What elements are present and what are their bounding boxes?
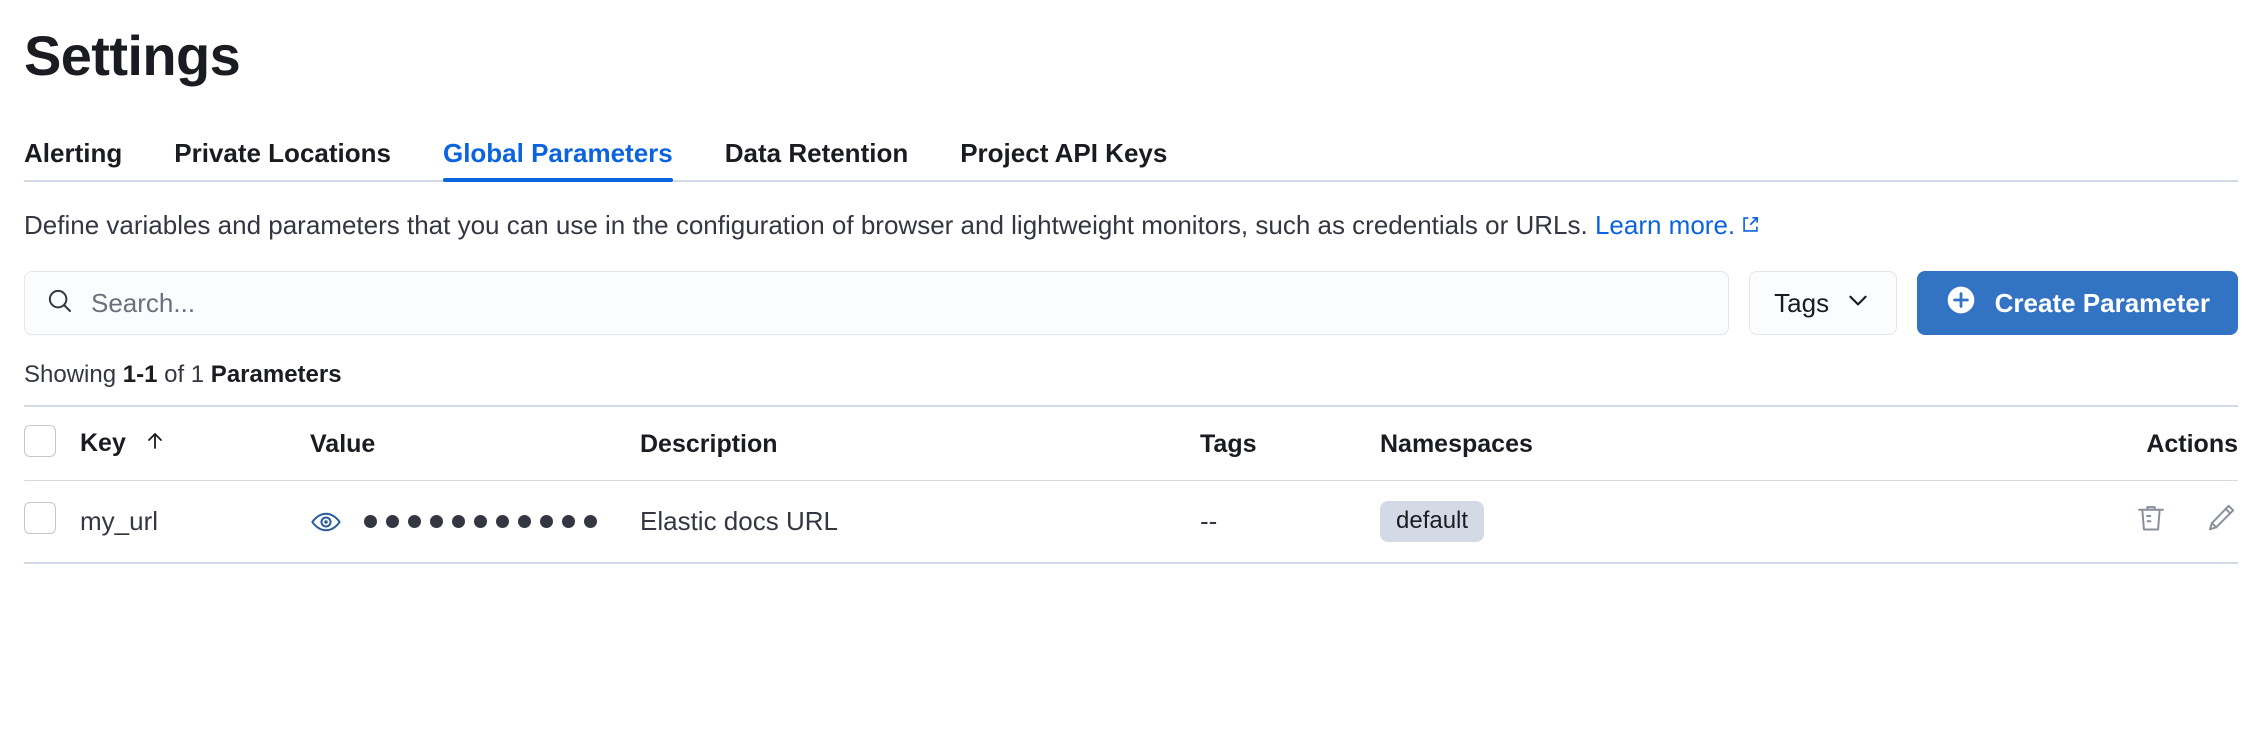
showing-unit: Parameters bbox=[204, 361, 342, 389]
column-tags-label: Tags bbox=[1200, 430, 1257, 459]
pencil-icon[interactable] bbox=[2204, 501, 2238, 535]
cell-value bbox=[310, 481, 640, 564]
column-value: Value bbox=[310, 406, 640, 481]
showing-prefix: Showing bbox=[24, 361, 123, 389]
masked-value bbox=[364, 515, 597, 529]
column-description-label: Description bbox=[640, 430, 778, 459]
tab-data-retention[interactable]: Data Retention bbox=[699, 140, 934, 180]
tags-filter-button[interactable]: Tags bbox=[1748, 271, 1897, 336]
parameters-table: Key Value Description Tags Namespaces bbox=[24, 405, 2238, 564]
cell-actions bbox=[1850, 481, 2238, 564]
tab-label: Private Locations bbox=[174, 138, 391, 168]
column-key-label: Key bbox=[80, 429, 126, 458]
column-key[interactable]: Key bbox=[80, 406, 310, 481]
toolbar: Search... Tags Create Parameter bbox=[24, 271, 2238, 336]
cell-tags: -- bbox=[1200, 506, 1218, 537]
showing-total: 1 bbox=[190, 361, 205, 389]
tags-filter-label: Tags bbox=[1774, 287, 1830, 318]
row-checkbox[interactable] bbox=[24, 502, 56, 535]
description-body: Define variables and parameters that you… bbox=[24, 210, 1595, 240]
showing-of: of bbox=[157, 361, 191, 389]
tab-global-parameters[interactable]: Global Parameters bbox=[417, 138, 699, 182]
table-row: my_url bbox=[24, 481, 2238, 564]
namespace-badge: default bbox=[1380, 501, 1485, 542]
tab-private-locations[interactable]: Private Locations bbox=[148, 140, 417, 180]
tab-label: Alerting bbox=[24, 138, 123, 168]
tab-label: Data Retention bbox=[724, 138, 909, 168]
search-input[interactable]: Search... bbox=[24, 271, 1729, 336]
settings-tabs: Alerting Private Locations Global Parame… bbox=[24, 126, 2238, 182]
column-actions-label: Actions bbox=[2146, 430, 2238, 459]
eye-icon[interactable] bbox=[310, 506, 342, 538]
trash-icon[interactable] bbox=[2134, 501, 2168, 535]
search-placeholder: Search... bbox=[91, 287, 196, 318]
results-count: Showing 1-1 of 1 Parameters bbox=[24, 361, 2238, 389]
column-namespaces: Namespaces bbox=[1380, 406, 1850, 481]
create-parameter-label: Create Parameter bbox=[1994, 287, 2210, 318]
learn-more-link[interactable]: Learn more. bbox=[1594, 210, 1736, 240]
cell-key: my_url bbox=[80, 506, 159, 537]
cell-description: Elastic docs URL bbox=[640, 506, 838, 537]
description-text: Define variables and parameters that you… bbox=[24, 208, 2204, 243]
column-select-all bbox=[24, 406, 80, 481]
table-header-row: Key Value Description Tags Namespaces bbox=[24, 406, 2238, 481]
chevron-down-icon bbox=[1845, 287, 1871, 320]
table-header: Key Value Description Tags Namespaces bbox=[24, 406, 2238, 481]
cell-namespaces: default bbox=[1380, 481, 1850, 564]
showing-range: 1-1 bbox=[122, 361, 158, 389]
tab-alerting[interactable]: Alerting bbox=[24, 140, 148, 180]
column-description: Description bbox=[640, 406, 1200, 481]
column-actions: Actions bbox=[1850, 406, 2238, 481]
tab-project-api-keys[interactable]: Project API Keys bbox=[934, 140, 1193, 180]
page-title: Settings bbox=[24, 24, 241, 87]
select-all-checkbox[interactable] bbox=[24, 425, 56, 458]
tab-label: Global Parameters bbox=[442, 138, 673, 168]
external-link-icon bbox=[1741, 208, 1760, 232]
search-icon bbox=[45, 286, 75, 321]
row-select-cell bbox=[24, 481, 80, 564]
arrow-up-icon bbox=[143, 429, 167, 460]
tab-label: Project API Keys bbox=[960, 138, 1168, 168]
column-value-label: Value bbox=[310, 430, 376, 459]
column-namespaces-label: Namespaces bbox=[1380, 430, 1533, 459]
create-parameter-button[interactable]: Create Parameter bbox=[1916, 271, 2238, 336]
plus-circle-icon bbox=[1945, 284, 1977, 323]
column-tags: Tags bbox=[1200, 406, 1380, 481]
table-body: my_url bbox=[24, 481, 2238, 564]
